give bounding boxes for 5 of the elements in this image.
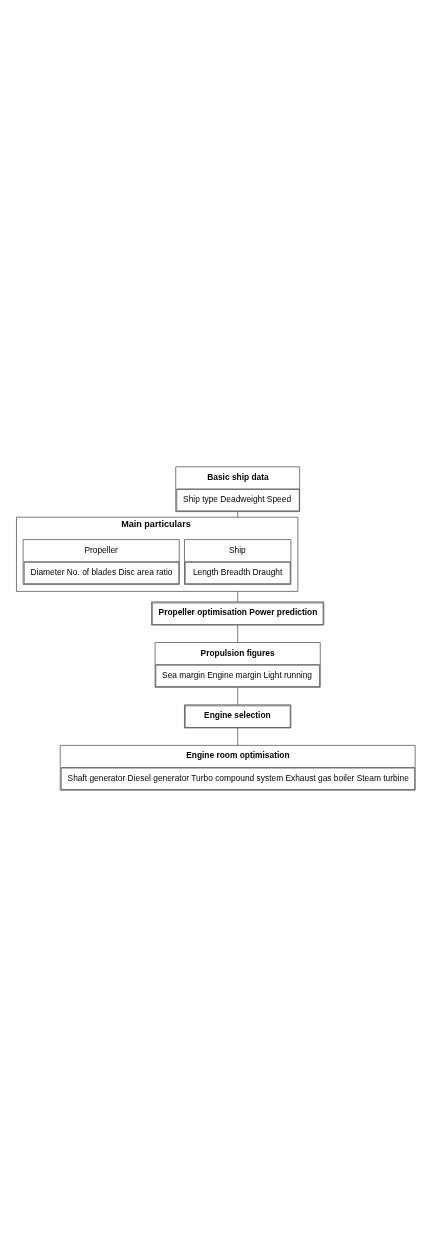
- connector: [237, 686, 238, 705]
- connector: [237, 624, 238, 643]
- connector: [237, 510, 238, 518]
- connector: [237, 590, 238, 602]
- connector: [237, 727, 238, 746]
